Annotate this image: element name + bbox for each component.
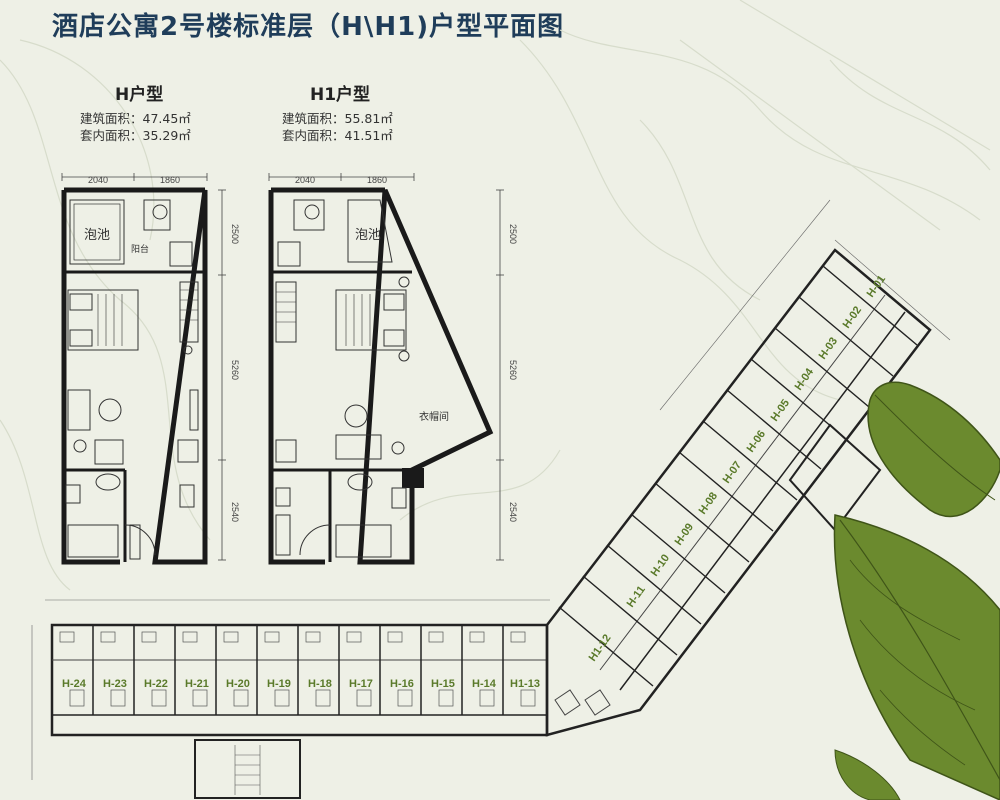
unit-h-dim-2040: 2040	[88, 175, 108, 185]
unit-h-dim-2540: 2540	[230, 502, 240, 522]
wing-label: H-09	[673, 521, 697, 547]
bottom-wing-plan: H-24 H-23 H-22 H-21 H-20 H-19 H-18 H-17 …	[31, 599, 550, 799]
page-title: 酒店公寓2号楼标准层（H\H1)户型平面图	[52, 12, 565, 42]
wing-label: H-03	[817, 335, 841, 361]
unit-h1-title: H1户型	[310, 85, 371, 105]
unit-h-gross-area: 建筑面积：47.45㎡	[80, 111, 191, 126]
wing-label: H1-13	[510, 678, 540, 690]
unit-h1-dim-2040: 2040	[295, 175, 315, 185]
unit-h1-plan: 2040 1860 2500 5260 2540 泡池 衣帽间	[268, 173, 518, 565]
wing-label: H-11	[625, 584, 648, 610]
unit-h1-inner-area: 套内面积：41.51㎡	[282, 128, 393, 143]
unit-h1-room-pool: 泡池	[355, 228, 381, 243]
wing-label: H-04	[793, 366, 817, 393]
unit-h-plan: 2040 1860 2500 5260 2540 泡池 阳台	[61, 173, 240, 565]
unit-h1-area: 建筑面积：55.81㎡ 套内面积：41.51㎡	[282, 110, 393, 144]
wing-label: H-05	[769, 397, 793, 423]
unit-h-room-balcony: 阳台	[131, 243, 149, 255]
unit-h1-gross-area: 建筑面积：55.81㎡	[282, 111, 393, 126]
wing-label: H-18	[308, 678, 332, 690]
wing-label: H-24	[62, 678, 87, 690]
unit-h-room-pool: 泡池	[84, 228, 110, 243]
unit-h1-dim-2540: 2540	[508, 502, 518, 522]
wing-label: H-22	[144, 678, 168, 690]
unit-h-inner-area: 套内面积：35.29㎡	[80, 128, 191, 143]
background-leaf-pattern	[0, 0, 991, 591]
unit-h1-dim-1860: 1860	[367, 175, 387, 185]
wing-label: H-23	[103, 678, 127, 690]
wing-label: H-20	[226, 678, 250, 690]
wing-label: H-17	[349, 678, 373, 690]
unit-h-dim-2500: 2500	[230, 224, 240, 244]
wing-label: H-06	[745, 428, 769, 454]
wing-label: H-08	[697, 490, 721, 516]
wing-label: H-15	[431, 678, 455, 690]
wing-label: H-16	[390, 678, 414, 690]
wing-label: H-07	[721, 459, 745, 485]
unit-h1-dim-5260: 5260	[508, 360, 518, 380]
wing-label: H-14	[472, 678, 497, 690]
unit-h-dim-5260: 5260	[230, 360, 240, 380]
unit-h-area: 建筑面积：47.45㎡ 套内面积：35.29㎡	[80, 110, 191, 144]
unit-h1-room-closet: 衣帽间	[419, 410, 449, 423]
unit-h1-dim-2500: 2500	[508, 224, 518, 244]
unit-h-dim-1860: 1860	[160, 175, 180, 185]
wing-label: H-21	[185, 678, 209, 690]
wing-label: H1-12	[587, 632, 614, 663]
decorative-leaf	[833, 381, 1000, 800]
unit-h-title: H户型	[115, 85, 164, 105]
wing-label: H-10	[649, 552, 673, 578]
wing-label: H-19	[267, 678, 291, 690]
